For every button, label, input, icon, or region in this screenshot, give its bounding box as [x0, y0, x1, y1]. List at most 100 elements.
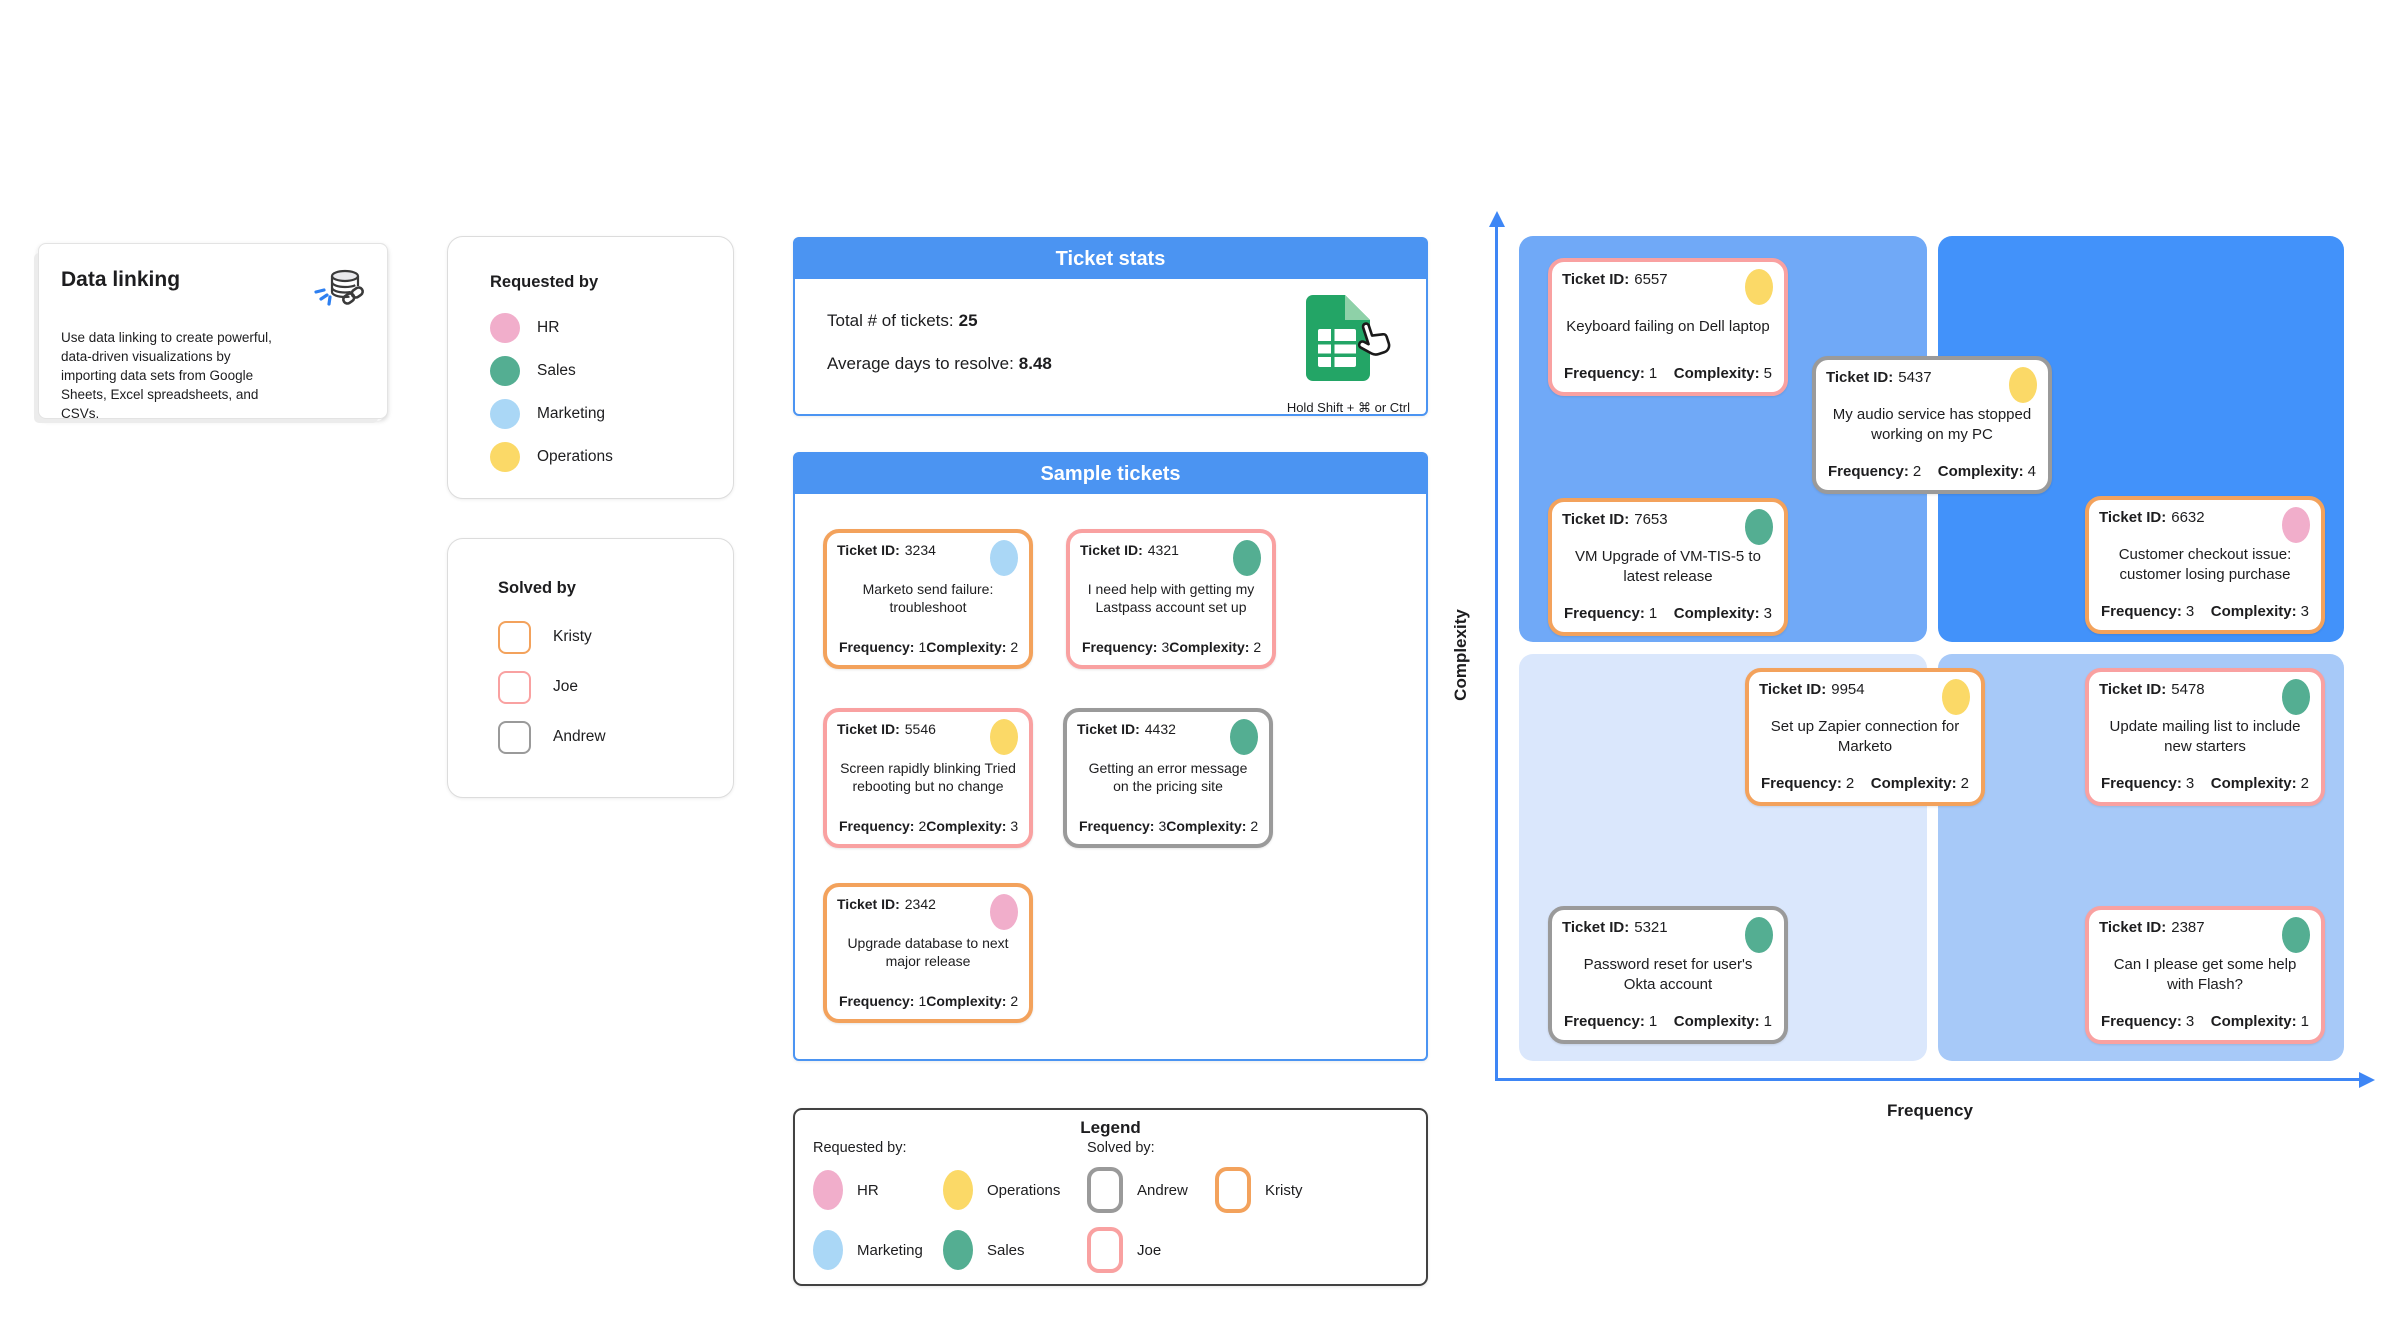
list-item-label: Andrew — [553, 728, 606, 745]
ticket-id-value: 7653 — [1634, 511, 1668, 528]
ticket-id: Ticket ID:4321 — [1080, 542, 1262, 558]
ticket-metrics: Frequency:3 Complexity:3 — [2099, 603, 2311, 622]
ticket-card-4321[interactable]: Ticket ID:4321 I need help with getting … — [1066, 529, 1276, 669]
ticket-card-5437[interactable]: Ticket ID:5437 My audio service has stop… — [1812, 356, 2052, 494]
legend-requested-label: Requested by: — [813, 1140, 907, 1156]
sample-tickets-header: Sample tickets — [795, 454, 1426, 494]
hand-cursor-icon — [1357, 322, 1391, 356]
ticket-complexity: Complexity:2 — [1166, 818, 1259, 834]
list-item[interactable]: Marketing — [490, 392, 733, 435]
ticket-description: Getting an error message on the pricing … — [1088, 759, 1248, 794]
google-sheets-icon[interactable] — [1260, 295, 1410, 397]
ticket-id-value: 5546 — [904, 721, 936, 737]
ticket-frequency: Frequency:1 — [1564, 365, 1658, 382]
ticket-id-label: Ticket ID: — [1759, 681, 1827, 698]
ticket-card-4432[interactable]: Ticket ID:4432 Getting an error message … — [1063, 708, 1273, 848]
total-tickets-stat: Total # of tickets:25 — [827, 311, 1426, 331]
ticket-description: Update mailing list to include new start… — [2109, 718, 2301, 755]
legend-solved-group: Solved by: Andrew Kristy Joe — [1087, 1140, 1335, 1280]
requested-by-dot — [1233, 540, 1261, 576]
ticket-id: Ticket ID:4432 — [1077, 721, 1259, 737]
ticket-metrics: Frequency:3 Complexity:2 — [1077, 818, 1259, 836]
ticket-description: Upgrade database to next major release — [847, 934, 1009, 969]
ticket-metrics: Frequency:1 Complexity:3 — [1562, 605, 1774, 624]
legend-solved-label: Solved by: — [1087, 1140, 1155, 1156]
ticket-card-9954[interactable]: Ticket ID:9954 Set up Zapier connection … — [1745, 668, 1985, 806]
requested-by-dot — [1942, 679, 1970, 715]
joe-border-swatch — [498, 670, 531, 704]
list-item[interactable]: Andrew — [498, 712, 733, 762]
ticket-description: Can I please get some help with Flash? — [2113, 956, 2297, 993]
ticket-frequency: Frequency:2 — [839, 818, 927, 834]
ticket-id: Ticket ID:7653 — [1562, 511, 1774, 528]
avg-days-value: 8.48 — [1018, 354, 1052, 373]
ticket-id: Ticket ID:5321 — [1562, 919, 1774, 936]
y-axis-label: Complexity — [1451, 609, 1470, 701]
requested-by-dot — [1745, 509, 1773, 545]
ticket-frequency: Frequency:3 — [2101, 1013, 2195, 1030]
solved-by-card[interactable]: Solved by Kristy Joe Andrew — [447, 538, 734, 798]
requested-by-card[interactable]: Requested by HR Sales Marketing Operatio… — [447, 236, 734, 499]
ticket-card-6632[interactable]: Ticket ID:6632 Customer checkout issue: … — [2085, 496, 2325, 634]
ticket-stats-panel[interactable]: Ticket stats Total # of tickets:25 Avera… — [793, 237, 1428, 416]
info-card-header: Data linking — [61, 268, 365, 319]
ticket-card-2342[interactable]: Ticket ID:2342 Upgrade database to next … — [823, 883, 1033, 1023]
ticket-id-value: 4432 — [1144, 721, 1176, 737]
data-linking-card[interactable]: Data linking Use data l — [38, 243, 388, 421]
ticket-complexity: Complexity:3 — [1673, 605, 1772, 622]
requested-by-dot — [2009, 367, 2037, 403]
ticket-description: Screen rapidly blinking Tried rebooting … — [840, 759, 1016, 794]
joe-border-swatch — [1087, 1227, 1123, 1273]
list-item[interactable]: Operations — [490, 435, 733, 478]
ticket-id: Ticket ID:3234 — [837, 542, 1019, 558]
ticket-complexity: Complexity:2 — [1870, 775, 1969, 792]
ticket-complexity: Complexity:2 — [926, 993, 1019, 1009]
ticket-description: Set up Zapier connection for Marketo — [1770, 718, 1960, 755]
ticket-description: Customer checkout issue: customer losing… — [2118, 546, 2292, 583]
avg-days-stat: Average days to resolve:8.48 — [827, 354, 1426, 374]
legend-panel[interactable]: Legend Requested by: HR Operations Marke… — [793, 1108, 1428, 1286]
requested-by-dot — [2282, 507, 2310, 543]
x-axis-line — [1495, 1078, 2361, 1081]
ticket-card-6557[interactable]: Ticket ID:6557 Keyboard failing on Dell … — [1548, 258, 1788, 396]
list-item[interactable]: Kristy — [498, 612, 733, 662]
legend-item: Joe — [1087, 1227, 1215, 1273]
list-item[interactable]: Sales — [490, 349, 733, 392]
list-item[interactable]: Joe — [498, 662, 733, 712]
ticket-metrics: Frequency:1 Complexity:5 — [1562, 365, 1774, 384]
ticket-metrics: Frequency:2 Complexity:3 — [837, 818, 1019, 836]
marketing-color-dot — [490, 398, 520, 429]
ticket-id-label: Ticket ID: — [837, 721, 900, 737]
ticket-card-5321[interactable]: Ticket ID:5321 Password reset for user's… — [1548, 906, 1788, 1044]
ticket-id-value: 6557 — [1634, 271, 1668, 288]
list-item[interactable]: HR — [490, 306, 733, 349]
ticket-card-7653[interactable]: Ticket ID:7653 VM Upgrade of VM-TIS-5 to… — [1548, 498, 1788, 636]
ticket-description: I need help with getting my Lastpass acc… — [1087, 580, 1255, 615]
requested-by-dot — [2282, 917, 2310, 953]
requested-by-dot — [990, 719, 1018, 755]
ticket-complexity: Complexity:1 — [2210, 1013, 2309, 1030]
list-item-label: Kristy — [553, 628, 592, 645]
hr-color-dot — [490, 312, 520, 343]
ticket-id-value: 4321 — [1147, 542, 1179, 558]
list-item-label: Operations — [537, 447, 613, 465]
legend-item: Operations — [943, 1170, 1118, 1210]
ticket-card-3234[interactable]: Ticket ID:3234 Marketo send failure: tro… — [823, 529, 1033, 669]
legend-item: Marketing — [813, 1230, 943, 1270]
ticket-description: Password reset for user's Okta account — [1583, 956, 1753, 993]
sales-color-dot — [943, 1230, 973, 1270]
andrew-border-swatch — [1087, 1167, 1123, 1213]
ticket-card-5478[interactable]: Ticket ID:5478 Update mailing list to in… — [2085, 668, 2325, 806]
marketing-color-dot — [813, 1230, 843, 1270]
ticket-card-5546[interactable]: Ticket ID:5546 Screen rapidly blinking T… — [823, 708, 1033, 848]
list-item-label: Sales — [537, 361, 576, 379]
ticket-frequency: Frequency:3 — [1082, 639, 1170, 655]
ticket-card-2387[interactable]: Ticket ID:2387 Can I please get some hel… — [2085, 906, 2325, 1044]
ticket-metrics: Frequency:1 Complexity:2 — [837, 993, 1019, 1011]
ticket-id-value: 5437 — [1898, 369, 1932, 386]
legend-requested-group: Requested by: HR Operations Marketing Sa… — [813, 1140, 1118, 1280]
ticket-frequency: Frequency:3 — [2101, 603, 2195, 620]
legend-title: Legend — [1080, 1118, 1141, 1137]
ticket-id-value: 5321 — [1634, 919, 1668, 936]
ticket-id-label: Ticket ID: — [837, 542, 900, 558]
